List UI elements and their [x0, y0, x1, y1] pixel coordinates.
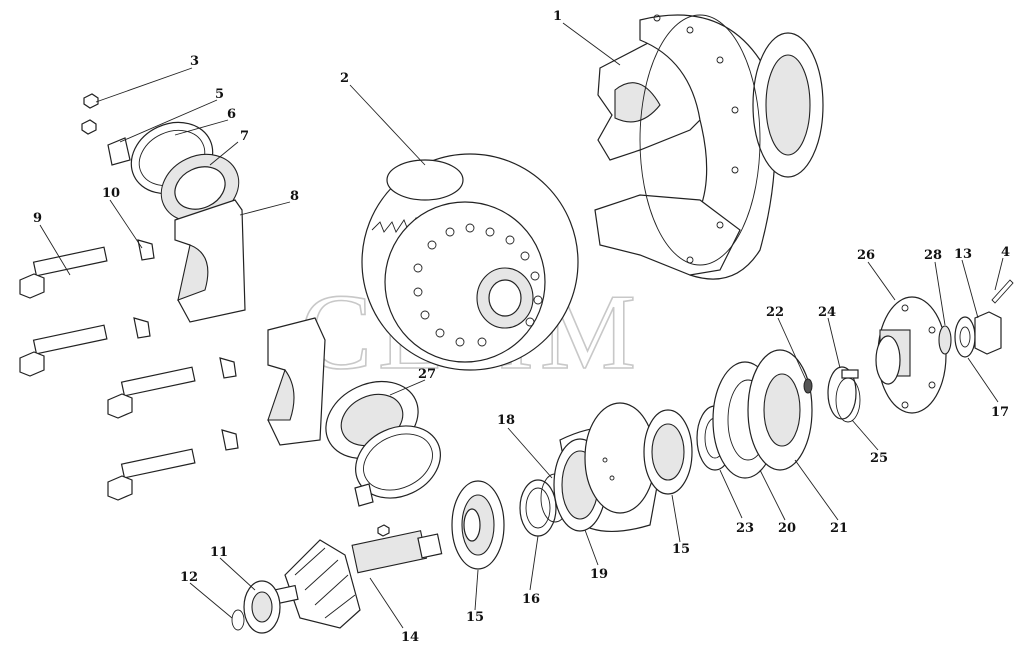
part-14-drive-pinion [272, 530, 443, 629]
part-13-nut [974, 311, 1002, 355]
callout-17: 17 [991, 405, 1009, 420]
part-28-washer [938, 325, 952, 355]
callout-19: 19 [590, 567, 608, 582]
callout-28: 28 [924, 248, 942, 263]
part-25-seal-ring [835, 377, 861, 423]
callout-2: 2 [340, 71, 349, 86]
callout-4: 4 [1001, 245, 1010, 260]
part-24-deflector [827, 366, 859, 420]
part-27-bearing-cap-assembly [267, 317, 441, 537]
part-9-bolts [19, 246, 196, 501]
part-19-pinion-carrier [553, 402, 661, 532]
callout-labels: 1 2 3 4 5 6 7 8 9 10 11 12 13 14 15 15 1… [33, 9, 1010, 645]
leader-lines [39, 22, 1004, 629]
callout-6: 6 [227, 107, 236, 122]
part-10-lock-tabs [133, 239, 239, 451]
callout-20: 20 [778, 521, 796, 536]
part-22-o-ring [803, 378, 813, 394]
part-12-snap-ring [231, 609, 245, 631]
callout-27: 27 [418, 367, 436, 382]
part-21-cover [747, 349, 813, 471]
callout-15-lower: 15 [466, 610, 484, 625]
part-17-washer [954, 316, 976, 358]
callout-21: 21 [830, 521, 848, 536]
callout-25: 25 [870, 451, 888, 466]
callout-11: 11 [210, 545, 228, 560]
callout-16: 16 [522, 592, 540, 607]
part-1-housing [594, 14, 824, 280]
part-2-ring-gear [361, 153, 579, 371]
part-5-lock-plate [107, 137, 131, 166]
callout-10: 10 [102, 186, 120, 201]
callout-22: 22 [766, 305, 784, 320]
callout-26: 26 [857, 248, 875, 263]
callout-7: 7 [240, 129, 249, 144]
part-16-spacer [519, 479, 557, 537]
part-8-bearing-cap [174, 199, 246, 323]
part-26-flange [875, 296, 947, 414]
part-15-bearing-upper [643, 409, 693, 495]
callout-5: 5 [215, 87, 224, 102]
callout-23: 23 [736, 521, 754, 536]
callout-8: 8 [290, 189, 299, 204]
part-11-pinion-bearing [243, 580, 281, 634]
callout-3: 3 [190, 54, 199, 69]
part-3-bolts [81, 93, 99, 135]
callout-15-upper: 15 [672, 542, 690, 557]
callout-9: 9 [33, 211, 42, 226]
callout-12: 12 [180, 570, 198, 585]
part-15-bearing-lower [451, 480, 505, 570]
callout-13: 13 [954, 247, 972, 262]
callout-1: 1 [553, 9, 562, 24]
callout-18: 18 [497, 413, 515, 428]
callout-24: 24 [818, 305, 836, 320]
part-4-cotter-pin [991, 279, 1014, 304]
callout-14: 14 [401, 630, 419, 645]
